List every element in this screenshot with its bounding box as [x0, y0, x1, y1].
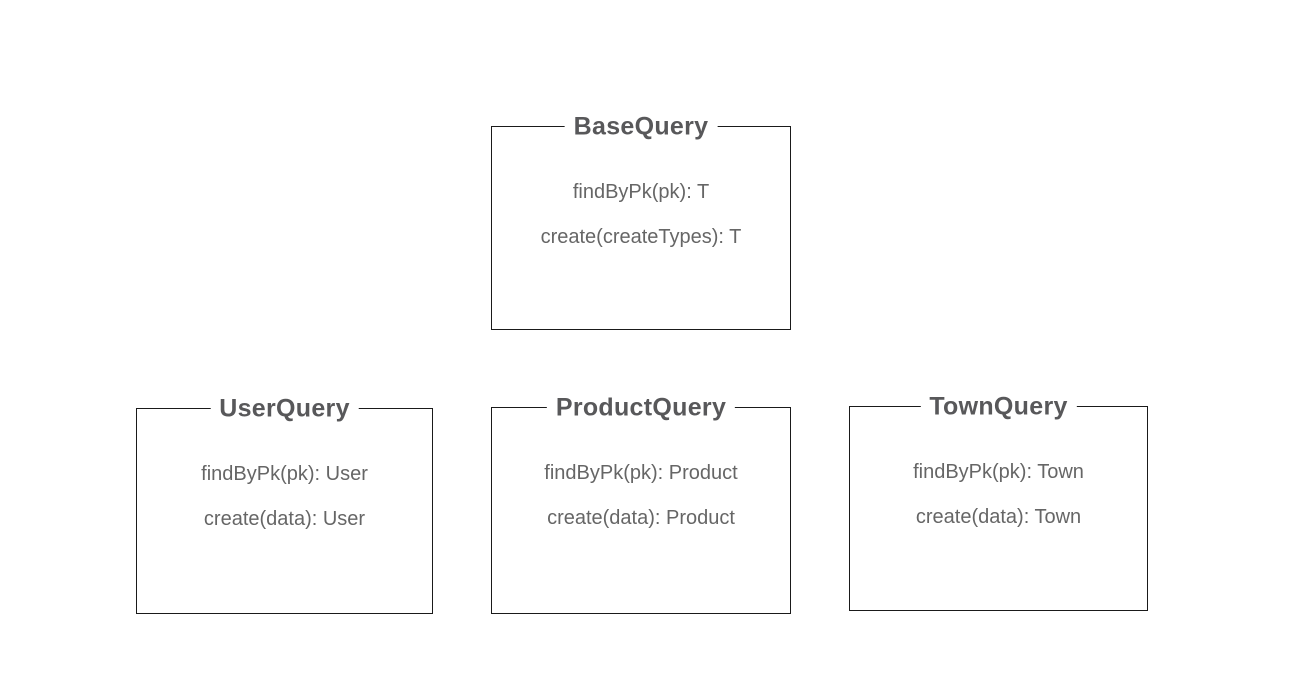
method-signature: create(data): User [203, 508, 366, 530]
class-title: UserQuery [210, 394, 359, 424]
class-title: BaseQuery [564, 112, 718, 142]
method-signature: findByPk(pk): Product [544, 462, 738, 484]
method-signature: findByPk(pk): User [201, 463, 368, 485]
class-box-userquery: UserQuery findByPk(pk): User create(data… [136, 394, 433, 614]
method-signature: create(createTypes): T [540, 226, 742, 248]
method-signature: findByPk(pk): T [572, 181, 710, 203]
class-box-basequery: BaseQuery findByPk(pk): T create(createT… [491, 112, 791, 330]
class-box-productquery: ProductQuery findByPk(pk): Product creat… [491, 393, 791, 614]
method-signature: findByPk(pk): Town [913, 461, 1084, 483]
method-list: findByPk(pk): User create(data): User [137, 409, 432, 542]
class-title: TownQuery [920, 392, 1077, 422]
method-list: findByPk(pk): T create(createTypes): T [492, 127, 790, 260]
method-signature: create(data): Product [547, 507, 735, 529]
method-list: findByPk(pk): Town create(data): Town [850, 407, 1147, 540]
class-box-townquery: TownQuery findByPk(pk): Town create(data… [849, 392, 1148, 611]
method-signature: create(data): Town [915, 506, 1082, 528]
method-list: findByPk(pk): Product create(data): Prod… [492, 408, 790, 541]
class-title: ProductQuery [546, 393, 736, 423]
